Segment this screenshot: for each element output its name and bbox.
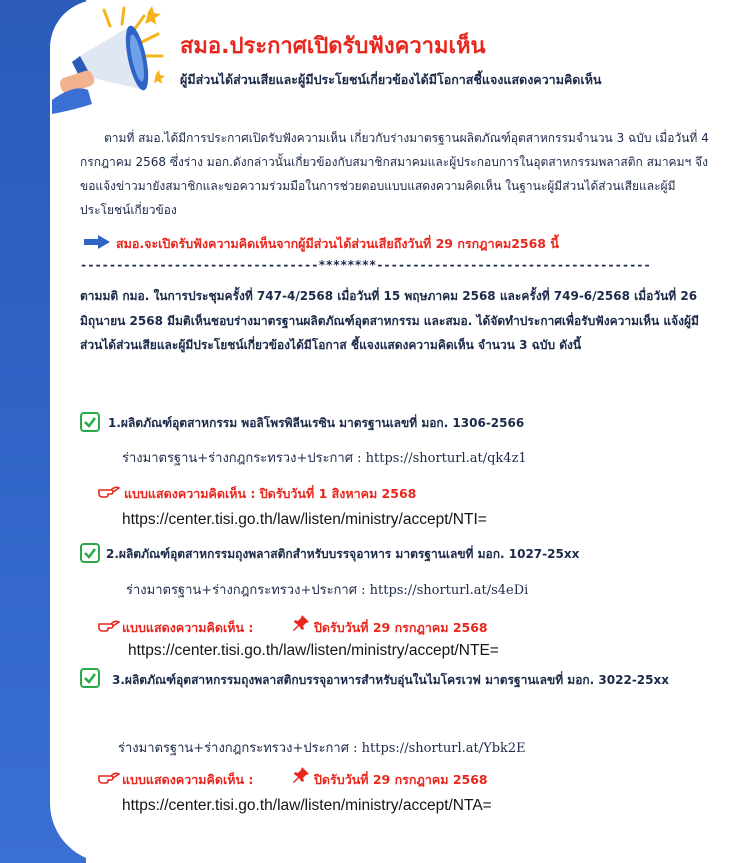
item-3-title: 3.ผลิตภัณฑ์อุตสาหกรรมถุงพลาสติกบรรจุอาหา… <box>112 673 669 687</box>
page-subtitle: ผู้มีส่วนได้ส่วนเสียและผู้มีประโยชน์เกี่… <box>180 72 602 87</box>
item-2-close-date: ปิดรับวันที่ 29 กรกฎาคม 2568 <box>314 620 488 635</box>
section-divider: ---------------------------------*******… <box>80 258 651 272</box>
item-1-title: 1.ผลิตภัณฑ์อุตสาหกรรม พอลิโพรพิลีนเรซิน … <box>108 416 525 430</box>
intro-paragraph: ตามที่ สมอ.ได้มีการประกาศเปิดรับฟังความเ… <box>80 131 709 217</box>
item-2-form-label: แบบแสดงความคิดเห็น : <box>122 620 254 635</box>
deadline-notice: สมอ.จะเปิดรับฟังความคิดเห็นจากผู้มีส่วนไ… <box>84 232 724 254</box>
item-3-form-label: แบบแสดงความคิดเห็น : <box>122 772 254 787</box>
item-2-form-link[interactable]: https://center.tisi.go.th/law/listen/min… <box>128 642 499 659</box>
item-2-title: 2.ผลิตภัณฑ์อุตสาหกรรมถุงพลาสติกสำหรับบรร… <box>106 547 580 561</box>
pointing-hand-icon <box>98 772 120 784</box>
checkbox-checked-icon <box>80 412 100 432</box>
pushpin-icon <box>293 615 309 631</box>
pointing-hand-icon <box>98 620 120 632</box>
checkbox-checked-icon <box>80 668 100 688</box>
item-3-close-date: ปิดรับวันที่ 29 กรกฎาคม 2568 <box>314 772 488 787</box>
deadline-notice-text: สมอ.จะเปิดรับฟังความคิดเห็นจากผู้มีส่วนไ… <box>116 236 559 251</box>
pushpin-icon <box>293 767 309 783</box>
megaphone-icon <box>52 6 165 114</box>
item-1-draft-link[interactable]: ร่างมาตรฐาน+ร่างกฎกระทรวง+ประกาศ : https… <box>122 451 527 466</box>
item-1-form-link[interactable]: https://center.tisi.go.th/law/listen/min… <box>122 511 487 528</box>
resolution-paragraph: ตามมติ กมอ. ในการประชุมครั้งที่ 747-4/25… <box>80 289 699 352</box>
pointing-hand-icon <box>98 486 120 498</box>
checkbox-checked-icon <box>80 543 100 563</box>
item-3-draft-link[interactable]: ร่างมาตรฐาน+ร่างกฎกระทรวง+ประกาศ : https… <box>118 741 526 756</box>
page-title: สมอ.ประกาศเปิดรับฟังความเห็น <box>180 34 486 59</box>
content-card <box>50 0 739 863</box>
arrow-right-icon <box>84 235 110 249</box>
item-3-form-link[interactable]: https://center.tisi.go.th/law/listen/min… <box>122 797 492 814</box>
item-1-form-label: แบบแสดงความคิดเห็น : ปิดรับวันที่ 1 สิงห… <box>124 486 417 501</box>
item-2-draft-link[interactable]: ร่างมาตรฐาน+ร่างกฎกระทรวง+ประกาศ : https… <box>126 583 529 598</box>
